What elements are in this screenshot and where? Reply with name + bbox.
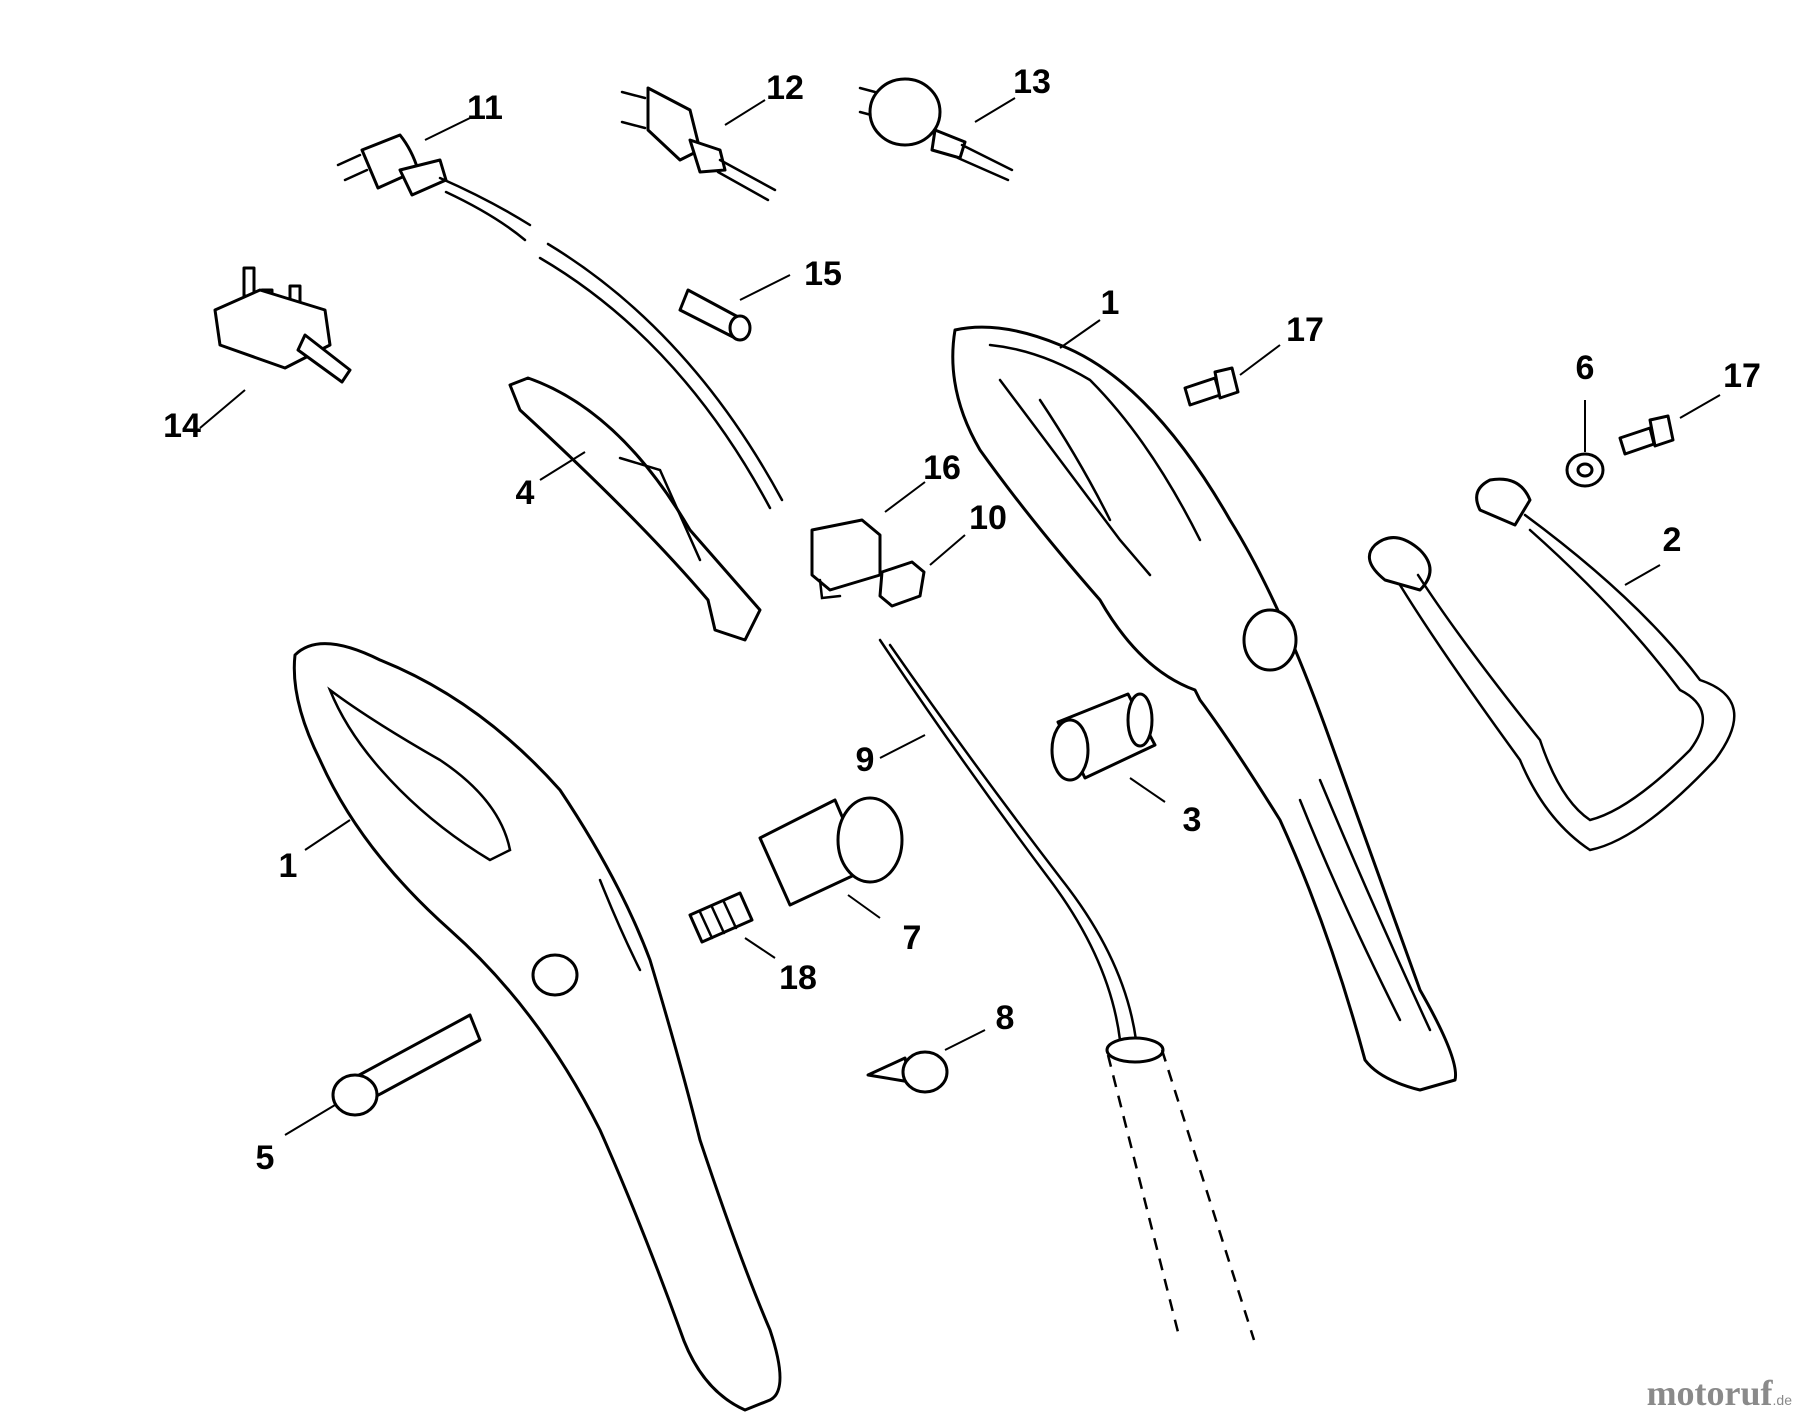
part-18-spring	[688, 891, 754, 944]
part-5-axle-pin	[331, 1013, 482, 1117]
part-14-uk-plug	[213, 266, 352, 384]
callout-14: 14	[163, 407, 201, 445]
part-6-washer	[1565, 452, 1605, 488]
part-3-bushing	[1050, 692, 1157, 782]
callout-1-upper: 1	[1101, 284, 1120, 322]
part-11-euro-plug	[336, 133, 532, 242]
part-1-housing-right	[951, 325, 1458, 1092]
callout-4: 4	[516, 474, 535, 512]
part-7-cap	[758, 796, 904, 907]
callout-11: 11	[467, 89, 503, 127]
site-watermark: motoruf.de	[1647, 1372, 1792, 1414]
part-16-switch	[810, 518, 882, 600]
callout-17-upper: 17	[1286, 311, 1324, 349]
callout-8: 8	[996, 999, 1015, 1037]
watermark-tld: .de	[1772, 1392, 1792, 1408]
callout-9: 9	[856, 741, 875, 779]
part-9-wire	[878, 638, 1138, 1042]
callout-17-right: 17	[1723, 357, 1761, 395]
part-8-pin	[866, 1050, 949, 1094]
callout-2: 2	[1663, 521, 1682, 559]
power-cable	[538, 242, 784, 510]
part-12-flat-plug	[620, 86, 777, 202]
part-13-round-plug	[858, 77, 1014, 182]
watermark-name: motoruf	[1646, 1373, 1773, 1413]
part-1-housing-left	[292, 642, 782, 1412]
part-4-switch-lever	[508, 376, 762, 642]
callout-labels: 11 12 13 14 15 4 16 10 1 17 6 17 2 9 3 1…	[163, 63, 1761, 1177]
callout-10: 10	[969, 499, 1007, 537]
leader-lines	[199, 97, 1721, 1136]
callout-1-lower: 1	[279, 847, 298, 885]
part-10-connector	[878, 560, 926, 608]
callout-13: 13	[1013, 63, 1051, 101]
part-17-screw-upper	[1183, 366, 1240, 407]
shaft-tube	[1105, 1036, 1256, 1341]
callout-18: 18	[779, 959, 817, 997]
part-2-loop-handle	[1367, 477, 1736, 852]
callout-16: 16	[923, 449, 961, 487]
callout-12: 12	[766, 69, 804, 107]
callout-7: 7	[903, 919, 922, 957]
callout-5: 5	[256, 1139, 275, 1177]
callout-6: 6	[1576, 349, 1595, 387]
callout-15: 15	[804, 255, 842, 293]
part-17-screw-lower	[1618, 414, 1675, 456]
callout-3: 3	[1183, 801, 1202, 839]
part-15-sleeve	[678, 288, 752, 342]
